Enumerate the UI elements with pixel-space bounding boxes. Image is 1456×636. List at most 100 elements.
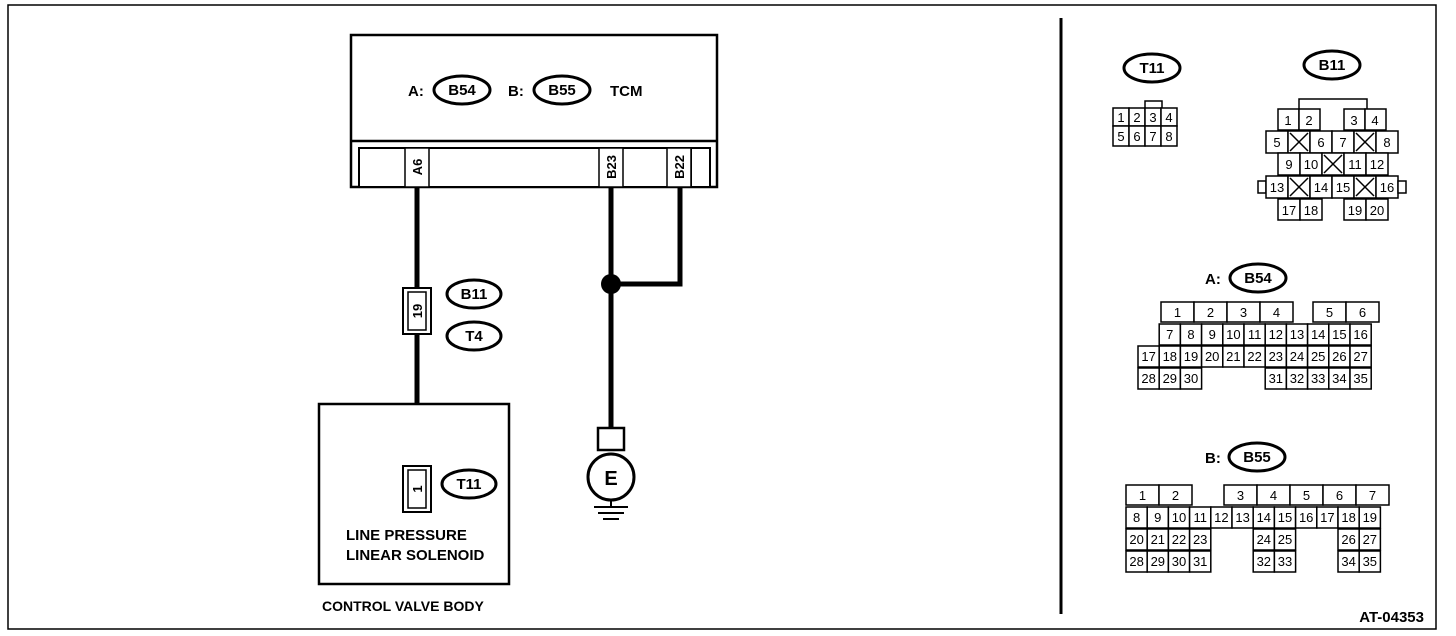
b54-pin: 30 xyxy=(1184,371,1198,386)
b55-cell xyxy=(1158,484,1193,506)
solenoid-label-2: LINEAR SOLENOID xyxy=(346,547,485,564)
b55-pin: 31 xyxy=(1193,554,1207,569)
b55-pin: 3 xyxy=(1237,488,1244,503)
b54-pin: 16 xyxy=(1353,327,1367,342)
b55-pin: 21 xyxy=(1151,532,1165,547)
b54-pin: 18 xyxy=(1163,349,1177,364)
b11-pin: 3 xyxy=(1350,113,1357,128)
b55-cell xyxy=(1358,528,1382,551)
b11-pin: 12 xyxy=(1370,157,1384,172)
connector-b11-tag: B11 xyxy=(1319,57,1346,74)
b11-pin: 18 xyxy=(1304,203,1318,218)
b55-pin: 32 xyxy=(1257,554,1271,569)
tcm-unit: A6 B23 B22 A: B54 B: B55 TCM xyxy=(349,33,719,189)
b11-pin: 2 xyxy=(1305,113,1312,128)
b55-pin: 23 xyxy=(1193,532,1207,547)
b11-pin: 5 xyxy=(1273,135,1280,150)
b55-pin: 19 xyxy=(1363,510,1377,525)
tcm-pin-b23: B23 xyxy=(604,155,619,179)
intermediate-tag-b11: B11 xyxy=(461,286,488,303)
b54-pin: 32 xyxy=(1290,371,1304,386)
b55-pin: 11 xyxy=(1193,510,1207,525)
b54-pin: 22 xyxy=(1247,349,1261,364)
tcm-conn-a-tag: B54 xyxy=(448,82,476,99)
b54-pin: 7 xyxy=(1166,327,1173,342)
tcm-conn-a-prefix: A: xyxy=(408,83,424,100)
b54-cell xyxy=(1349,345,1372,368)
b54-pin: 33 xyxy=(1311,371,1325,386)
b11-pin: 17 xyxy=(1282,203,1296,218)
b54-pin: 15 xyxy=(1332,327,1346,342)
b54-pin: 3 xyxy=(1240,305,1247,320)
tcm-conn-b-tag: B55 xyxy=(548,82,576,99)
tcm-pin-b22: B22 xyxy=(672,155,687,179)
connector-b55-prefix: B: xyxy=(1205,450,1221,467)
b54-cell xyxy=(1349,367,1372,390)
b55-pin: 5 xyxy=(1303,488,1310,503)
connector-t11-tag: T11 xyxy=(1139,60,1164,77)
b54-pin: 9 xyxy=(1209,327,1216,342)
b54-pin: 29 xyxy=(1163,371,1177,386)
b55-pin: 10 xyxy=(1172,510,1186,525)
b54-pin: 35 xyxy=(1353,371,1367,386)
diagram-frame xyxy=(7,4,1437,630)
b55-pin: 8 xyxy=(1133,510,1140,525)
b55-pin: 4 xyxy=(1270,488,1277,503)
b54-pin: 4 xyxy=(1273,305,1280,320)
solenoid-pin: 1 xyxy=(410,485,425,492)
t11-pin: 4 xyxy=(1165,110,1172,125)
b11-pin: 7 xyxy=(1339,135,1346,150)
b54-cell xyxy=(1259,301,1294,323)
b11-pin: 14 xyxy=(1314,180,1328,195)
b54-pin: 14 xyxy=(1311,327,1325,342)
b55-pin: 33 xyxy=(1278,554,1292,569)
solenoid-connector-tag: T11 xyxy=(456,476,481,493)
intermediate-tag-t4: T4 xyxy=(465,328,483,345)
b55-pin: 28 xyxy=(1129,554,1143,569)
b54-pin: 5 xyxy=(1326,305,1333,320)
b55-pin: 15 xyxy=(1278,510,1292,525)
solenoid-label-1: LINE PRESSURE xyxy=(346,527,467,544)
b11-pin: 19 xyxy=(1348,203,1362,218)
b55-cell xyxy=(1355,484,1390,506)
b55-pin: 17 xyxy=(1320,510,1334,525)
b55-pin: 29 xyxy=(1151,554,1165,569)
b54-pin: 1 xyxy=(1174,305,1181,320)
connector-b54-prefix: A: xyxy=(1205,271,1221,288)
connector-b55-tag: B55 xyxy=(1243,449,1271,466)
b55-pin: 35 xyxy=(1363,554,1377,569)
b54-pin: 20 xyxy=(1205,349,1219,364)
b55-pin: 22 xyxy=(1172,532,1186,547)
b11-pin: 20 xyxy=(1370,203,1384,218)
b54-pin: 6 xyxy=(1359,305,1366,320)
b54-pin: 21 xyxy=(1226,349,1240,364)
tcm-pin-a6: A6 xyxy=(410,159,425,176)
t11-pin: 1 xyxy=(1117,110,1124,125)
b54-pin: 11 xyxy=(1248,327,1262,342)
b54-pin: 10 xyxy=(1226,327,1240,342)
b55-pin: 34 xyxy=(1341,554,1355,569)
b55-cell xyxy=(1188,528,1212,551)
b11-pin: 13 xyxy=(1270,180,1284,195)
figure-id: AT-04353 xyxy=(1359,609,1424,626)
t11-pin: 2 xyxy=(1133,110,1140,125)
b55-pin: 1 xyxy=(1139,488,1146,503)
connector-b11: B11 1 2 3 4 5 6 7 8 9 10 11 12 13 14 15 … xyxy=(1257,49,1407,221)
b54-pin: 23 xyxy=(1269,349,1283,364)
b55-cell xyxy=(1273,550,1297,573)
connector-t11: T11 1 2 3 4 5 6 7 8 xyxy=(1112,52,1182,147)
t11-pin: 7 xyxy=(1149,129,1156,144)
b55-cell xyxy=(1188,550,1212,573)
b54-cell xyxy=(1179,367,1203,390)
b55-pin: 30 xyxy=(1172,554,1186,569)
control-valve-body: 1 T11 LINE PRESSURE LINEAR SOLENOID xyxy=(317,402,511,586)
b55-pin: 2 xyxy=(1172,488,1179,503)
b55-cell xyxy=(1358,506,1382,529)
tcm-label: TCM xyxy=(610,83,643,100)
t11-pin: 3 xyxy=(1149,110,1156,125)
t11-pin: 8 xyxy=(1165,129,1172,144)
b11-pin: 10 xyxy=(1304,157,1318,172)
b11-pin: 11 xyxy=(1348,157,1362,172)
b11-pin: 4 xyxy=(1371,113,1378,128)
b55-pin: 24 xyxy=(1257,532,1271,547)
